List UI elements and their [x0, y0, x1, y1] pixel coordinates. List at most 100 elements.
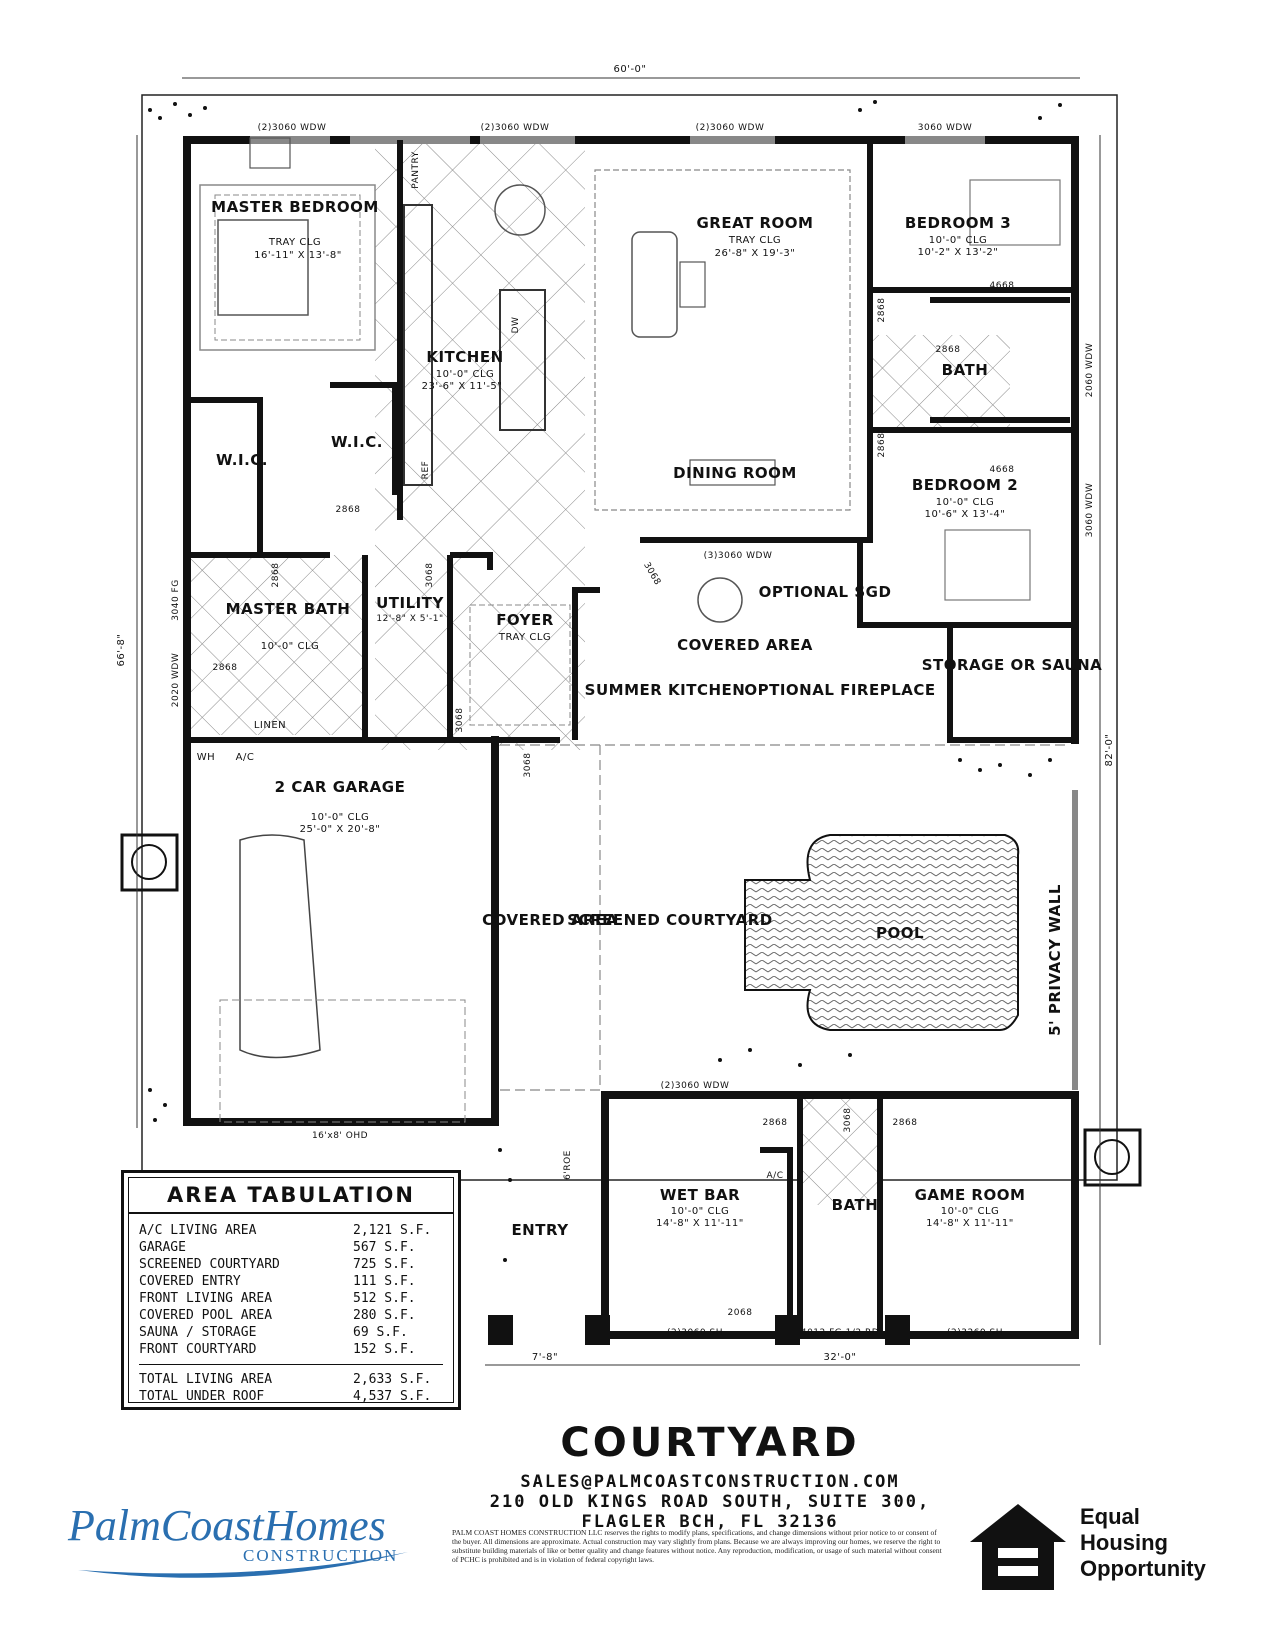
dim-bottom-left: 7'-8" — [532, 1352, 558, 1363]
house-icon — [970, 1504, 1066, 1590]
wic-left-label: W.I.C. — [216, 451, 268, 469]
dining-room-label: DINING ROOM — [673, 464, 797, 482]
window-label: (3)3060 WDW — [704, 551, 773, 561]
pantry-label: PANTRY — [411, 151, 421, 188]
window-label: (2)3060 WDW — [258, 123, 327, 133]
bedroom2-size: 10'-6" X 13'-4" — [925, 509, 1006, 520]
kitchen-counter — [403, 204, 433, 486]
plan-title: COURTYARD — [560, 1420, 860, 1466]
bath-tile — [870, 335, 1010, 430]
breakfast-table-icon — [494, 184, 546, 236]
covered-area-mid-label: COVERED AREA — [482, 911, 618, 929]
door-label: 2868 — [763, 1118, 788, 1128]
door-label: 3068 — [455, 708, 465, 733]
garage-size: 25'-0" X 20'-8" — [300, 824, 381, 835]
bedroom3-size: 10'-2" X 13'-2" — [918, 247, 999, 258]
logo-swoosh-icon — [78, 1552, 408, 1578]
garage-label: 2 CAR GARAGE — [275, 778, 406, 796]
wic-right-label: W.I.C. — [331, 433, 383, 451]
ac2-label: A/C — [767, 1171, 784, 1181]
entry-label: ENTRY — [511, 1221, 569, 1239]
covered-area-top-label: COVERED AREA — [677, 636, 813, 654]
door-label: 16'x8' OHD — [312, 1131, 368, 1141]
column-left — [120, 833, 179, 892]
door-label: 3068 — [843, 1108, 853, 1133]
window-label: 2060 WDW — [1085, 343, 1095, 398]
master-bath-label: MASTER BATH — [226, 600, 351, 618]
bath-upper-label: BATH — [942, 361, 989, 379]
landscaping — [148, 100, 1062, 1262]
ref-label: REF — [421, 461, 431, 480]
pool-shape — [744, 834, 1020, 1031]
master-bed-icon — [217, 219, 309, 316]
master-bath-ceiling: 10'-0" CLG — [261, 641, 320, 652]
interior-walls — [187, 140, 1075, 1335]
door-label: 4668 — [990, 465, 1015, 475]
window-label: (2)3260 SH — [947, 1328, 1003, 1338]
column-left-icon — [131, 844, 167, 880]
door-label: 3068 — [523, 753, 533, 778]
foyer-label: FOYER — [496, 611, 554, 629]
window-label: (2)3060 WDW — [661, 1081, 730, 1091]
pool-label: POOL — [876, 924, 924, 942]
window-label: (2)3060 SH — [667, 1328, 723, 1338]
utility-label: UTILITY — [376, 594, 444, 612]
sofa-icon — [631, 231, 678, 338]
master-bath-tile — [188, 555, 363, 735]
eho-line-3: Opportunity — [1080, 1556, 1206, 1581]
window-label: 4012 FG 1/2 RD — [801, 1328, 879, 1338]
kitchen-island — [499, 289, 546, 431]
master-bedroom-label: MASTER BEDROOM — [211, 198, 379, 216]
screened-courtyard-label: SCREENED COURTYARD — [567, 911, 772, 929]
kitchen-ceiling: 10'-0" CLG — [436, 369, 495, 380]
bedroom3-ceiling: 10'-0" CLG — [929, 235, 988, 246]
column-right-icon — [1094, 1139, 1130, 1175]
door-label: 2868 — [213, 663, 238, 673]
window-label: (2)3060 WDW — [481, 123, 550, 133]
contact-email[interactable]: SALES@PALMCOASTCONSTRUCTION.COM — [520, 1472, 900, 1492]
game-room-size: 14'-8" X 11'-11" — [926, 1218, 1014, 1229]
door-label: 2868 — [877, 433, 887, 458]
window-label: 2020 WDW — [171, 653, 181, 708]
car-icon — [239, 834, 321, 1059]
dining-table-icon — [689, 459, 776, 486]
wet-bar-label: WET BAR — [660, 1186, 740, 1204]
utility-size: 12'-8" X 5'-1" — [376, 614, 443, 624]
window-label: 3060 WDW — [918, 123, 973, 133]
wet-bar-ceiling: 10'-0" CLG — [671, 1206, 730, 1217]
area-tabulation-title: AREA TABULATION — [129, 1178, 453, 1214]
ac-label: A/C — [236, 752, 255, 763]
game-room-ceiling: 10'-0" CLG — [941, 1206, 1000, 1217]
eho-line-2: Housing — [1080, 1530, 1168, 1555]
kitchen-label: KITCHEN — [426, 348, 503, 366]
door-label: 2868 — [336, 505, 361, 515]
dimension-lines — [136, 77, 1101, 1366]
bed3-icon — [969, 179, 1061, 246]
door-label: 2868 — [936, 345, 961, 355]
coffee-table-icon — [679, 261, 706, 308]
window-label: (2)3060 WDW — [696, 123, 765, 133]
window-label: 3040 FG — [171, 579, 181, 620]
wet-bar-size: 14'-8" X 11'-11" — [656, 1218, 744, 1229]
eho-line-1: Equal — [1080, 1504, 1140, 1529]
game-room-label: GAME ROOM — [915, 1186, 1026, 1204]
wh-label: WH — [197, 752, 215, 763]
bedroom2-ceiling: 10'-0" CLG — [936, 497, 995, 508]
foyer-ceiling: TRAY CLG — [498, 632, 551, 643]
door-label: 2868 — [877, 298, 887, 323]
equal-housing-logo: Equal Housing Opportunity — [968, 1502, 1228, 1592]
bedroom3-label: BEDROOM 3 — [905, 214, 1011, 232]
patio-table-icon — [697, 577, 743, 623]
door-label: 3068 — [425, 563, 435, 588]
bedroom2-label: BEDROOM 2 — [912, 476, 1018, 494]
bath-lower-tile — [800, 1095, 880, 1205]
